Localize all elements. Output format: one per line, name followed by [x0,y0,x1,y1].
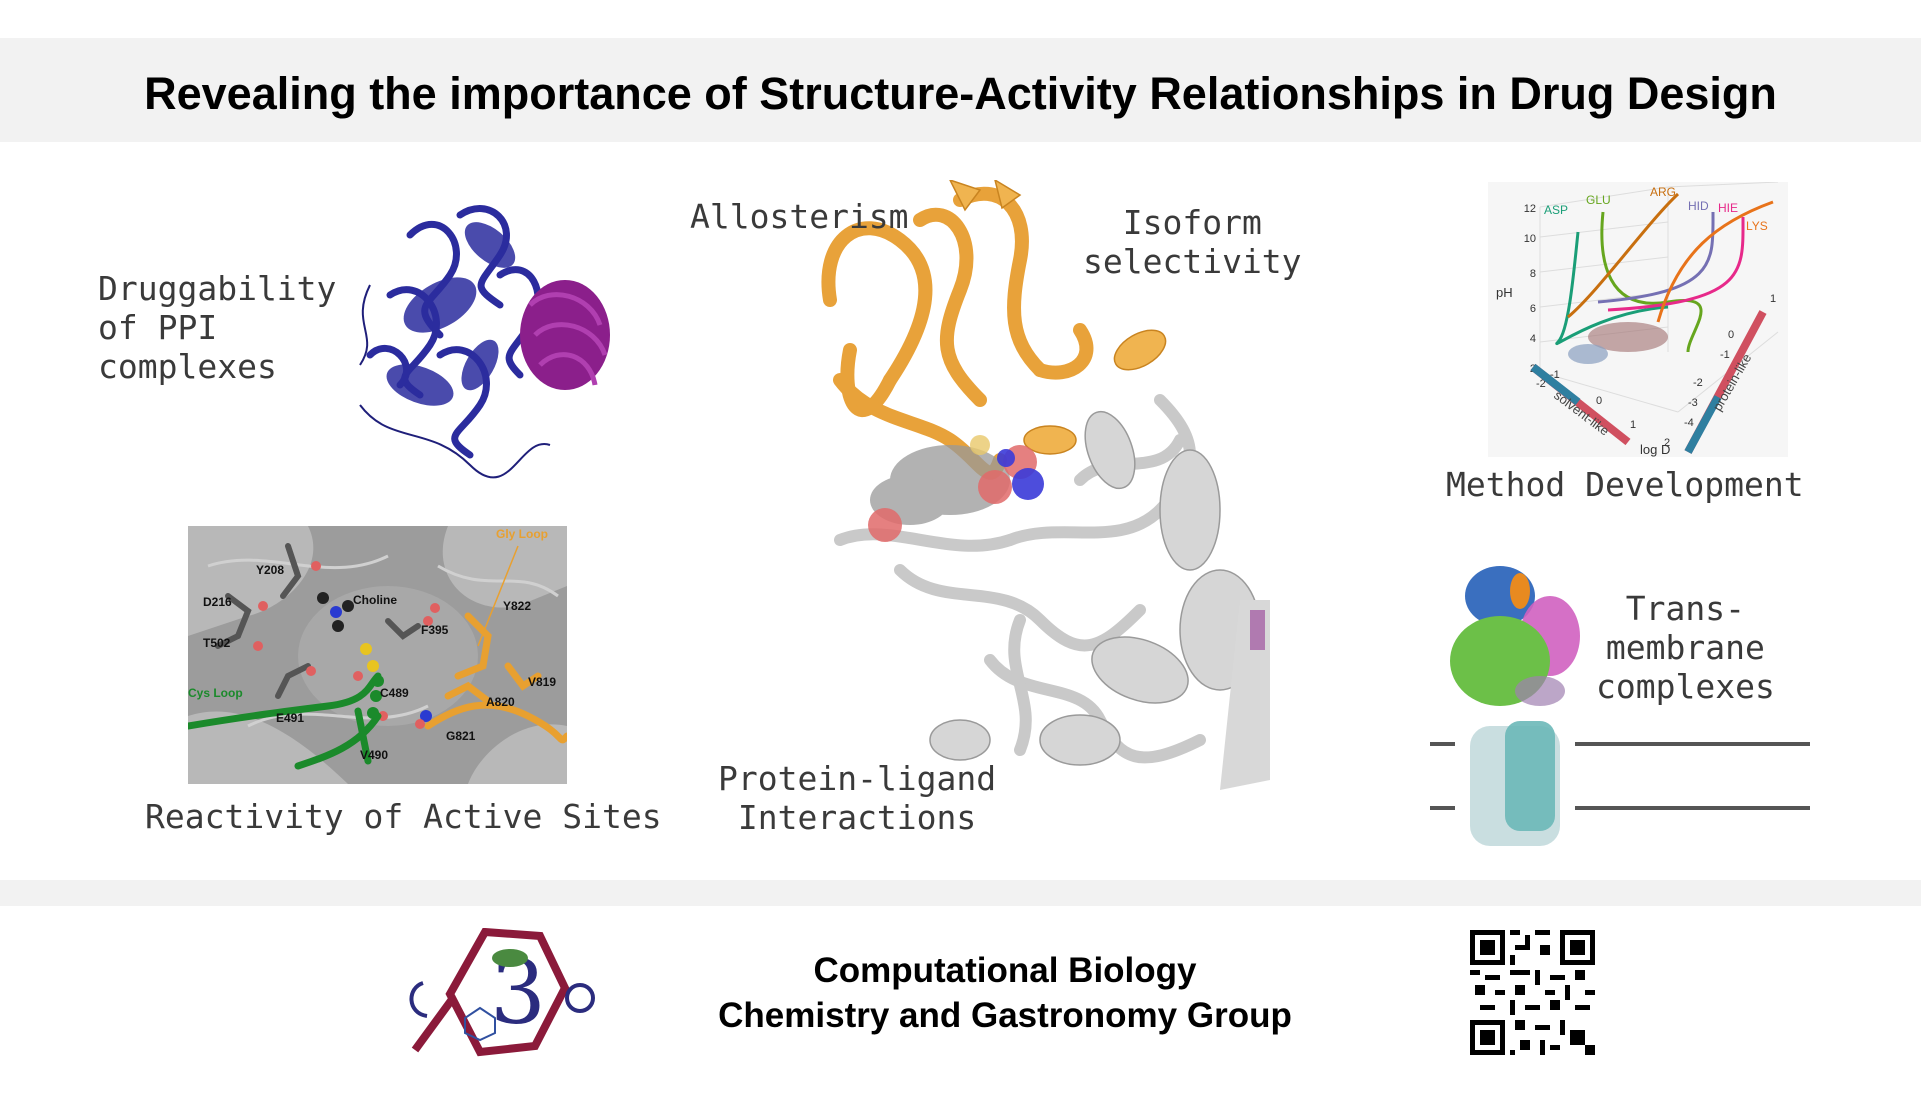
footer-separator [0,880,1921,906]
x-tick: 0 [1596,395,1602,407]
residue-label: V819 [528,675,556,689]
method-development-label: Method Development [1446,465,1804,504]
residue-label: D216 [203,595,232,609]
transmembrane-complex-image [1430,566,1810,846]
curve-label-hid: HID [1688,199,1709,213]
x-tick: -1 [1550,369,1560,381]
page-title: Revealing the importance of Structure-Ac… [144,68,1777,119]
residue-label: Gly Loop [496,527,548,541]
protein-ligand-label: Protein-ligand Interactions [718,759,997,837]
x2-tick: 0 [1728,329,1734,341]
residue-label: Choline [353,593,397,607]
curve-label-asp: ASP [1544,203,1568,217]
x2-tick: -3 [1688,397,1698,409]
ph-logd-plot: ASP GLU ARG HID HIE LYS 12 10 8 6 4 2 pH… [1488,182,1788,457]
x-axis-label: log D [1640,442,1670,457]
residue-label: C489 [380,686,409,700]
residue-label: Y208 [256,563,284,577]
residue-label: V490 [360,748,388,762]
residue-label: A820 [486,695,515,709]
y-tick: 6 [1530,303,1536,315]
title-banner: Revealing the importance of Structure-Ac… [0,38,1921,142]
y-tick: 4 [1530,333,1536,345]
x-tick: 1 [1630,419,1636,431]
transmembrane-label: Trans- membrane complexes [1596,589,1775,706]
group-name: Computational Biology Chemistry and Gast… [718,951,1292,1035]
y-tick: 8 [1530,268,1536,280]
allosterism-label: Allosterism [690,197,909,236]
x-tick: 2 [1664,437,1670,449]
central-protein-image [821,180,1270,790]
x2-tick: 1 [1770,293,1776,305]
x2-tick: -4 [1684,417,1694,429]
active-site-image: Y208 D216 Choline T502 F395 Cys Loop E49… [188,526,567,784]
druggability-label: Druggability of PPI complexes [98,269,337,386]
curve-label-arg: ARG [1650,185,1676,199]
y-tick: 12 [1524,203,1536,215]
qr-code[interactable] [1470,930,1595,1055]
residue-label: Y822 [503,599,531,613]
residue-label: Cys Loop [188,686,243,700]
y-axis-label: pH [1496,285,1513,300]
residue-label: F395 [421,623,449,637]
residue-label: G821 [446,729,476,743]
ppi-complex-image [359,205,610,479]
curve-label-glu: GLU [1586,193,1611,207]
residue-label: T502 [203,636,231,650]
curve-label-lys: LYS [1746,219,1768,233]
group-logo: 3 [409,928,595,1057]
x-tick: -2 [1536,378,1546,390]
residue-label: E491 [276,711,304,725]
x2-tick: -2 [1693,377,1703,389]
reactivity-label: Reactivity of Active Sites [145,797,662,836]
isoform-label: Isoform selectivity [1083,203,1302,281]
y-tick: 10 [1524,233,1536,245]
curve-label-hie: HIE [1718,201,1738,215]
x2-tick: -1 [1720,349,1730,361]
